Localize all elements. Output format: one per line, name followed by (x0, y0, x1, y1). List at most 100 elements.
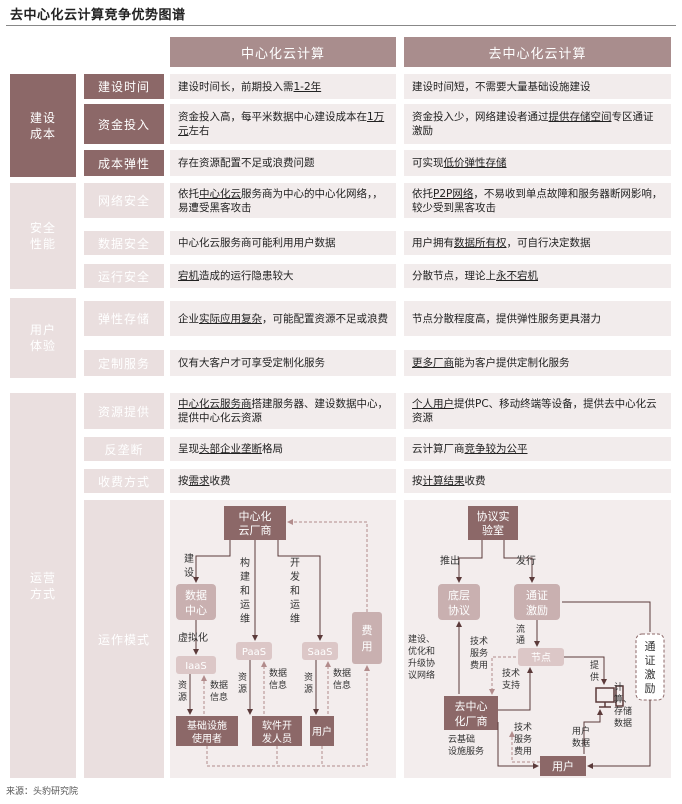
svg-text:数据: 数据 (210, 679, 228, 691)
cell-text: 按需求收费 (178, 474, 231, 488)
text-highlight: 中心化云 (199, 187, 241, 200)
svg-text:证: 证 (645, 654, 656, 667)
text-part: ，不易收到单点故障和服务器断网影响，较少受到黑客攻击 (412, 187, 663, 214)
source-note: 来源：头豹研究院 (6, 787, 79, 797)
sub-label-antitrust: 反垄断 (84, 437, 164, 461)
svg-text:资: 资 (238, 672, 247, 683)
box-saas (302, 642, 338, 660)
label-user: 用户 (312, 725, 332, 738)
text-highlight: 数据所有权 (454, 237, 507, 249)
cell-elastic-storage-centralized: 企业实际应用复杂，可能配置资源不足或浪费 (170, 301, 396, 336)
group-security: 安全性能 (10, 183, 76, 289)
box-base-protocol (438, 584, 480, 620)
svg-text:信息: 信息 (333, 679, 351, 691)
sub-label-charging: 收费方式 (84, 469, 164, 493)
svg-text:存储: 存储 (614, 705, 632, 717)
label-infra-user-2: 使用者 (192, 732, 222, 745)
box-user (310, 716, 334, 746)
text-highlight: 个人用户 (412, 398, 454, 410)
svg-text:发: 发 (290, 570, 300, 583)
label-build-1: 建 (184, 552, 194, 565)
text-highlight: 低价弹性存储 (443, 157, 507, 169)
label-developer-1: 软件开 (262, 719, 292, 732)
label-dvendor-2: 化厂商 (455, 714, 488, 728)
text-highlight: 1万元 (178, 111, 385, 137)
svg-text:支持: 支持 (502, 679, 520, 691)
svg-text:运: 运 (290, 599, 300, 611)
cell-antitrust-centralized: 呈现头部企业垄断格局 (170, 437, 396, 461)
svg-text:技术: 技术 (502, 667, 520, 679)
svg-text:运: 运 (240, 599, 250, 611)
text-part: 呈现 (178, 443, 199, 455)
text-part: 左右 (188, 125, 210, 137)
svg-text:信息: 信息 (210, 691, 228, 703)
arrow-issue (503, 540, 535, 583)
group-operation-label: 运营方式 (29, 570, 56, 601)
text-highlight: 1-2年 (293, 80, 322, 93)
text-highlight: P2P网络 (433, 187, 474, 200)
cell-custom-service-decentralized: 更多厂商能为客户提供定制化服务 (404, 350, 671, 376)
cell-build-time-decentralized: 建设时间短，不需要大量基础设施建设 (404, 74, 671, 99)
diagram-centralized: 中心化 云厂商 数据 中心 IaaS PaaS SaaS 费 用 基础设施 使用… (170, 500, 396, 778)
sub-label-network-security: 网络安全 (84, 183, 164, 218)
box-fee (352, 612, 382, 664)
label-data-center-2: 中心 (185, 604, 207, 617)
text-part: 搭建服务器、建设数据中心，提供中心化云资源 (178, 398, 388, 424)
sub-label-cost-elasticity: 成本弹性 (84, 150, 164, 176)
text-part: 依托 (178, 187, 199, 200)
text-part: 云计算厂商 (412, 443, 465, 455)
text-highlight: 头部企业垄断 (199, 443, 262, 455)
cell-text: 存在资源配置不足或浪费问题 (178, 157, 315, 169)
diagram-decentralized-svg: 协议实 验室 底层 协议 通证 激励 节点 通证激励 去中心 化厂商 用户 推出… (408, 506, 665, 776)
text-part: 建设时间长，前期投入需 (178, 80, 294, 93)
box-node (518, 648, 564, 666)
svg-text:通: 通 (516, 635, 525, 646)
box-token (514, 584, 560, 620)
svg-text:算、: 算、 (614, 693, 632, 705)
label-paas: PaaS (242, 647, 266, 658)
box-data-center (176, 584, 216, 620)
svg-text:维: 维 (240, 612, 250, 625)
box-infra-user (176, 716, 238, 746)
svg-text:流: 流 (516, 623, 525, 635)
cell-elasticity-centralized: 存在资源配置不足或浪费问题 (170, 150, 396, 176)
svg-text:励: 励 (645, 682, 656, 695)
page-title: 去中心化云计算竞争优势图谱 (10, 8, 186, 23)
label-infra-user-1: 基础设施 (187, 719, 227, 732)
svg-text:开: 开 (290, 558, 300, 569)
label-user-right: 用户 (552, 759, 574, 773)
text-highlight: 中心化云服务商 (178, 398, 252, 410)
label-lab-2: 验室 (482, 523, 504, 537)
box-protocol-lab (468, 506, 518, 540)
cell-network-security-decentralized: 依托P2P网络，不易收到单点故障和服务器断网影响，较少受到黑客攻击 (404, 183, 671, 218)
arrow-tech-support (498, 667, 533, 711)
svg-text:资: 资 (304, 672, 313, 683)
label-base-protocol-2: 协议 (448, 603, 470, 617)
svg-text:计: 计 (614, 681, 623, 693)
svg-text:建设、: 建设、 (408, 633, 435, 645)
label-token-2: 激励 (526, 603, 548, 617)
box-user-right (540, 756, 586, 776)
cell-run-security-decentralized: 分散节点，理论上永不宕机 (404, 264, 671, 288)
cell-text: 宕机造成的运行隐患较大 (178, 269, 294, 283)
arrow-user-data (583, 709, 603, 754)
cell-text: 建设时间长，前期投入需1-2年 (178, 80, 321, 94)
svg-text:数据: 数据 (269, 667, 287, 679)
cell-charging-centralized: 按需求收费 (170, 469, 396, 493)
text-part: 服务商为中心的中心化网络，，易遭受黑客攻击 (178, 187, 383, 214)
text-highlight: 实际应用复杂 (199, 312, 262, 325)
text-part: ，可能配置资源不足或浪费 (262, 312, 388, 325)
cell-text: 依托P2P网络，不易收到单点故障和服务器断网影响，较少受到黑客攻击 (412, 187, 663, 215)
sub-label-elastic-storage: 弹性存储 (84, 301, 164, 336)
sub-label-resource-supply: 资源提供 (84, 393, 164, 429)
label-saas-resource: 资源 (304, 672, 313, 695)
diagram-decentralized: 协议实 验室 底层 协议 通证 激励 节点 通证激励 去中心 化厂商 用户 推出… (404, 500, 671, 778)
text-part: 企业 (178, 312, 199, 325)
label-token-side: 通证激励 (645, 640, 656, 695)
label-iaas: IaaS (185, 661, 207, 672)
